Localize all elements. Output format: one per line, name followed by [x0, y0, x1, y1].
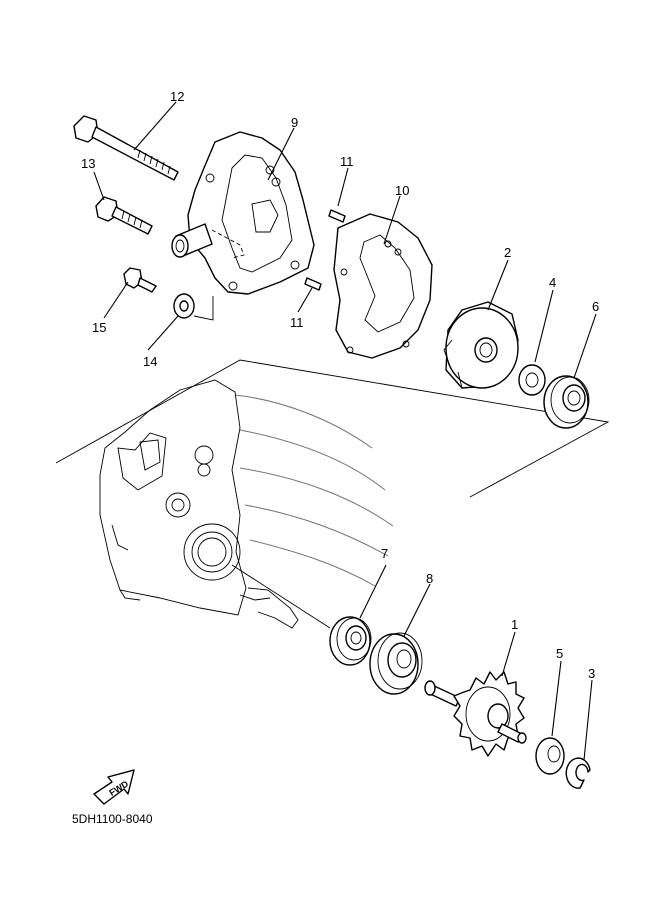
fwd-arrow-icon: FWD [93, 769, 135, 805]
part-12-long-bolt [73, 115, 179, 181]
part-8-bearing [369, 632, 423, 695]
callout-11-lower: 11 [290, 315, 304, 330]
part-2-impeller [443, 301, 519, 389]
part-7-oil-seal [329, 616, 372, 666]
exploded-plane-outline [55, 359, 610, 498]
part-13-short-bolt [95, 196, 153, 235]
callout-2: 2 [504, 245, 511, 260]
callout-6: 6 [592, 299, 599, 314]
part-15-bolt [123, 267, 157, 293]
callout-8: 8 [426, 571, 433, 586]
pump-axis-line [231, 564, 331, 629]
part-11-dowel-pins [304, 209, 346, 291]
callout-15: 15 [92, 320, 106, 335]
part-5-washer [535, 737, 565, 775]
part-3-circlip [565, 757, 591, 789]
part-10-gasket [333, 213, 433, 359]
callout-7: 7 [381, 546, 388, 561]
callout-9: 9 [291, 115, 298, 130]
leader-lines [93, 101, 597, 761]
callout-13: 13 [81, 156, 95, 171]
callout-numbers: 1 2 3 4 5 6 7 8 9 10 11 11 12 13 14 15 [81, 89, 599, 681]
part-9-pump-cover [171, 131, 315, 321]
diagram-code: 5DH1100-8040 [72, 812, 153, 826]
part-1-impeller-shaft-gear [424, 671, 527, 757]
part-14-washer [173, 293, 195, 319]
callout-12: 12 [170, 89, 184, 104]
part-4-washer [518, 364, 546, 396]
callout-10: 10 [395, 183, 409, 198]
callout-3: 3 [588, 666, 595, 681]
crankcase-outline [99, 379, 394, 629]
callout-1: 1 [511, 617, 518, 632]
callout-14: 14 [143, 354, 157, 369]
callout-11-upper: 11 [340, 154, 354, 169]
callout-5: 5 [556, 646, 563, 661]
callout-4: 4 [549, 275, 556, 290]
part-6-oil-seal [543, 375, 590, 429]
